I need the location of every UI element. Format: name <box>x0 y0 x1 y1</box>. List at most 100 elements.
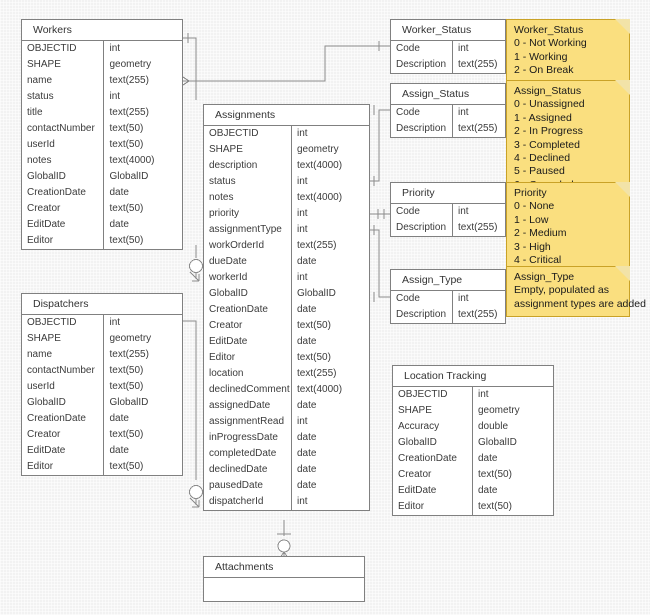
attribute-type: int <box>297 176 308 187</box>
note-line: 2 - In Progress <box>514 125 583 138</box>
attribute-type: text(255) <box>297 240 337 251</box>
attribute-name: userId <box>22 379 105 395</box>
attribute-type: int <box>458 107 469 118</box>
attribute-name: priority <box>204 206 292 222</box>
attribute-type: int <box>109 43 121 54</box>
attribute-name: Description <box>391 307 453 323</box>
attribute-name: inProgressDate <box>204 430 292 446</box>
attribute-type: text(4000) <box>297 160 343 171</box>
attribute-type: int <box>297 496 308 507</box>
note-fold-icon <box>615 266 630 281</box>
attribute-name: SHAPE <box>22 331 105 347</box>
attribute-name: workerId <box>204 270 292 286</box>
note-title: Priority <box>514 187 547 199</box>
attribute-name: Code <box>391 291 453 307</box>
attribute-type: text(50) <box>478 469 512 480</box>
attribute-type: text(4000) <box>297 384 343 395</box>
note-line: 2 - Medium <box>514 227 567 240</box>
attribute-type: int <box>297 272 308 283</box>
symbol-zero-worker <box>189 259 203 273</box>
attribute-type: date <box>297 448 317 459</box>
note-line: 3 - High <box>514 240 551 253</box>
arrow-workerid <box>189 271 200 282</box>
attribute-name: assignmentType <box>204 222 292 238</box>
attribute-type: date <box>109 445 129 456</box>
attribute-type: text(255) <box>109 75 149 86</box>
note-line: 1 - Low <box>514 213 549 226</box>
attribute-name: CreationDate <box>22 411 105 427</box>
attribute-row: description text(4000) <box>204 158 369 174</box>
attribute-type: geometry <box>109 333 152 344</box>
note-fold-icon <box>615 182 630 197</box>
attribute-type: text(50) <box>109 139 144 150</box>
attribute-name: Description <box>391 57 453 73</box>
note-line: 0 - None <box>514 200 555 213</box>
attribute-name: pausedDate <box>204 478 292 494</box>
attribute-type: date <box>109 219 129 230</box>
attribute-type: text(50) <box>109 365 144 376</box>
attribute-name: location <box>204 366 292 382</box>
attribute-type: GlobalID <box>109 171 149 182</box>
note-line: 1 - Assigned <box>514 111 572 124</box>
attribute-name: GlobalID <box>393 435 473 451</box>
attribute-type: text(50) <box>478 501 512 512</box>
attribute-name: OBJECTID <box>204 126 292 142</box>
entity-attachments[interactable]: Attachments <box>203 556 365 602</box>
attribute-type: date <box>297 304 317 315</box>
attribute-type: GlobalID <box>297 288 336 299</box>
attribute-name: description <box>204 158 292 174</box>
attribute-type: text(255) <box>458 59 498 70</box>
attribute-name: Creator <box>22 427 105 443</box>
attribute-type: text(4000) <box>297 192 343 203</box>
attribute-name: dueDate <box>204 254 292 270</box>
entity-title: Assign_Status <box>391 84 505 105</box>
note-line: 5 - Paused <box>514 165 565 178</box>
symbol-zero-dispatcher <box>189 485 203 499</box>
note-line: 4 - Declined <box>514 152 571 165</box>
wire-workers-status-to-worker-status <box>183 45 390 82</box>
